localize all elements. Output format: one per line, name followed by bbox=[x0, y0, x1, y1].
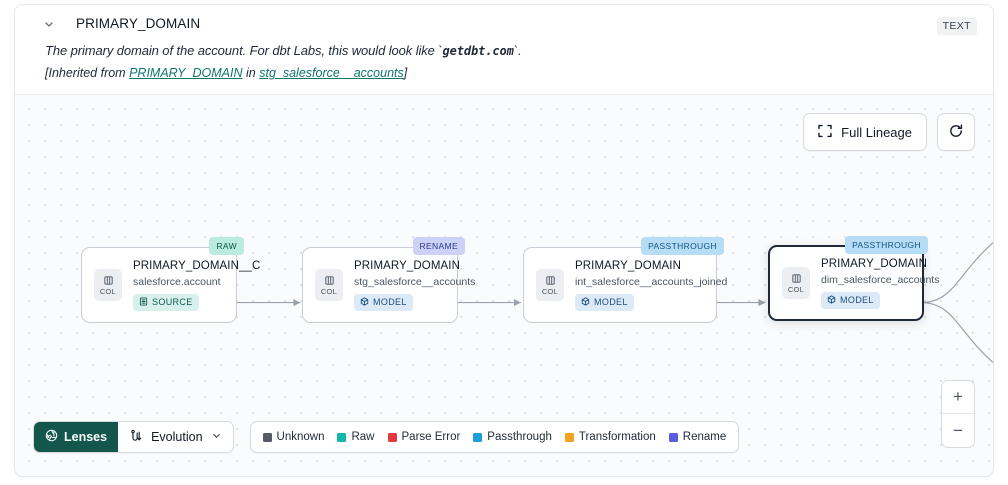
node-kind-badge: MODEL bbox=[354, 293, 413, 311]
chevron-down-icon bbox=[211, 430, 222, 444]
node-subtitle: int_salesforce__accounts_joined bbox=[575, 275, 728, 288]
legend-swatch bbox=[387, 432, 397, 442]
lenses-button[interactable]: Lenses bbox=[34, 422, 119, 452]
evolution-icon bbox=[129, 429, 143, 446]
node-kind-label: MODEL bbox=[373, 297, 407, 307]
refresh-icon bbox=[948, 123, 964, 142]
legend-label: Raw bbox=[351, 431, 375, 443]
legend-label: Passthrough bbox=[487, 431, 552, 443]
node-subtitle: salesforce.account bbox=[133, 275, 221, 288]
aperture-icon bbox=[45, 429, 58, 445]
node-tag: RENAME bbox=[412, 237, 465, 255]
legend-item: Rename bbox=[668, 431, 727, 443]
legend-label: Unknown bbox=[276, 431, 325, 443]
lenses-evolution-group: Lenses Evolution bbox=[33, 421, 234, 453]
inherited-open: [Inherited from bbox=[45, 66, 130, 80]
legend-item: Passthrough bbox=[473, 431, 552, 443]
legend-label: Parse Error bbox=[401, 431, 461, 443]
cube-icon bbox=[581, 296, 590, 308]
full-lineage-button[interactable]: Full Lineage bbox=[803, 113, 927, 151]
node-kind-label: MODEL bbox=[594, 297, 628, 307]
legend-label: Transformation bbox=[578, 431, 656, 443]
lineage-canvas[interactable]: Full Lineage bbox=[15, 94, 993, 476]
col-chip: COL bbox=[315, 269, 343, 301]
node-kind-badge: MODEL bbox=[821, 291, 880, 309]
inherited-column-link[interactable]: PRIMARY_DOMAIN bbox=[129, 66, 243, 80]
lineage-node[interactable]: RENAME COL PRIMARY_DOMAIN stg_salesforce… bbox=[302, 237, 475, 323]
zoom-out-button[interactable]: − bbox=[953, 420, 963, 440]
column-description: The primary domain of the account. For d… bbox=[45, 43, 977, 58]
lineage-legend: Unknown Raw Parse Error Passthrough Tran… bbox=[249, 421, 740, 453]
lineage-node[interactable]: RAW COL PRIMARY_DOMAIN__C salesforce.acc… bbox=[81, 237, 260, 323]
node-title: PRIMARY_DOMAIN bbox=[821, 257, 927, 270]
legend-swatch bbox=[668, 432, 678, 442]
lineage-bottom-bar: Lenses Evolution bbox=[33, 421, 740, 453]
lineage-node-selected[interactable]: PASSTHROUGH COL PRIMARY_DOMAIN dim_sales… bbox=[768, 236, 939, 321]
node-kind-badge: MODEL bbox=[575, 293, 634, 311]
col-chip: COL bbox=[94, 269, 122, 301]
page-title: PRIMARY_DOMAIN bbox=[76, 16, 201, 31]
chevron-down-icon[interactable] bbox=[42, 17, 56, 31]
node-tag: RAW bbox=[209, 237, 244, 255]
expand-corners-icon bbox=[818, 124, 832, 141]
description-code: getdbt.com bbox=[442, 44, 514, 58]
zoom-in-button[interactable]: + bbox=[942, 381, 974, 414]
legend-swatch bbox=[262, 432, 272, 442]
column-detail-panel: PRIMARY_DOMAIN TEXT The primary domain o… bbox=[14, 4, 994, 477]
node-tag: PASSTHROUGH bbox=[845, 236, 928, 254]
lineage-node[interactable]: PASSTHROUGH COL PRIMARY_DOMAIN int_sales… bbox=[523, 237, 727, 323]
inherited-from-note: [Inherited from PRIMARY_DOMAIN in stg_sa… bbox=[45, 66, 977, 80]
inherited-mid: in bbox=[242, 66, 260, 80]
col-chip-label: COL bbox=[787, 284, 805, 294]
lenses-label: Lenses bbox=[64, 430, 108, 444]
table-icon bbox=[139, 296, 148, 308]
panel-header: PRIMARY_DOMAIN TEXT The primary domain o… bbox=[15, 5, 993, 94]
inherited-model-link[interactable]: stg_salesforce__accounts bbox=[259, 66, 404, 80]
node-title: PRIMARY_DOMAIN bbox=[575, 259, 681, 272]
col-chip-label: COL bbox=[99, 286, 117, 296]
description-suffix: `. bbox=[513, 43, 522, 58]
node-subtitle: dim_salesforce_accounts bbox=[821, 273, 940, 286]
type-badge: TEXT bbox=[936, 17, 977, 35]
cube-icon bbox=[827, 294, 836, 306]
description-prefix: The primary domain of the account. For d… bbox=[45, 43, 443, 58]
evolution-label: Evolution bbox=[151, 430, 203, 444]
refresh-button[interactable] bbox=[937, 113, 975, 151]
cube-icon bbox=[360, 296, 369, 308]
zoom-controls: + − bbox=[941, 380, 975, 448]
node-subtitle: stg_salesforce__accounts bbox=[354, 275, 476, 288]
node-title: PRIMARY_DOMAIN bbox=[354, 259, 460, 272]
col-chip: COL bbox=[536, 269, 564, 301]
evolution-dropdown[interactable]: Evolution bbox=[118, 422, 232, 452]
legend-swatch bbox=[564, 432, 574, 442]
col-chip: COL bbox=[782, 267, 810, 299]
legend-item: Parse Error bbox=[387, 431, 461, 443]
node-tag: PASSTHROUGH bbox=[641, 237, 724, 255]
inherited-close: ] bbox=[403, 66, 408, 80]
legend-item: Transformation bbox=[564, 431, 656, 443]
legend-label: Rename bbox=[682, 431, 727, 443]
canvas-toolbar: Full Lineage bbox=[803, 113, 975, 151]
legend-item: Unknown bbox=[262, 431, 325, 443]
node-title: PRIMARY_DOMAIN__C bbox=[133, 259, 261, 272]
node-kind-label: MODEL bbox=[840, 295, 874, 305]
col-chip-label: COL bbox=[541, 286, 559, 296]
full-lineage-label: Full Lineage bbox=[841, 124, 912, 140]
legend-swatch bbox=[473, 432, 483, 442]
node-kind-label: SOURCE bbox=[152, 297, 193, 307]
legend-swatch bbox=[337, 432, 347, 442]
legend-item: Raw bbox=[337, 431, 375, 443]
col-chip-label: COL bbox=[320, 286, 338, 296]
node-kind-badge: SOURCE bbox=[133, 293, 199, 311]
